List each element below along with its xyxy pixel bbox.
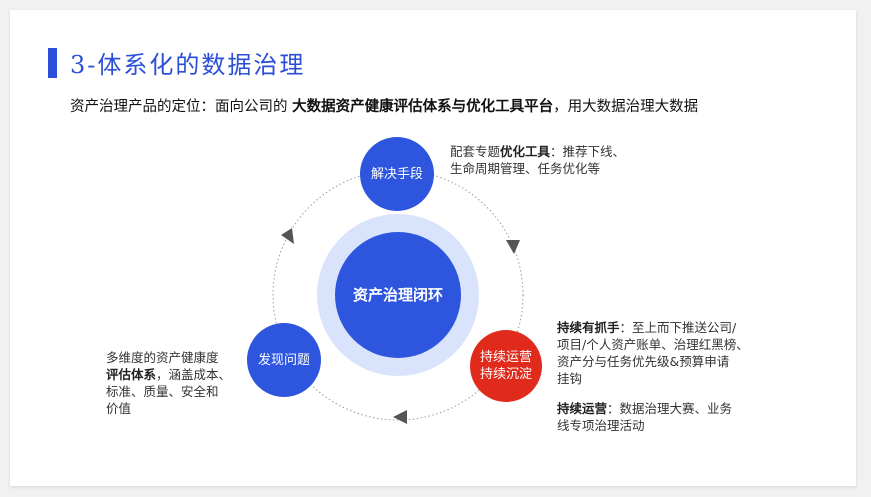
subtitle-highlight: 大数据资产健康评估体系与优化工具平台 <box>292 99 554 115</box>
desc-discover: 多维度的资产健康度 评估体系，涵盖成本、 标准、质量、安全和 价值 <box>106 349 231 417</box>
desc-run-line2: 线专项治理活动 <box>557 418 645 433</box>
desc-operate-run: 持续运营：数据治理大赛、业务 线专项治理活动 <box>557 400 732 434</box>
arrow-left-up-icon <box>281 228 294 244</box>
desc-run-bold: 持续运营 <box>557 401 608 416</box>
desc-discover-line4: 价值 <box>106 401 132 416</box>
desc-grip-line2: 项目/个人资产账单、治理红黑榜、 <box>557 337 749 352</box>
desc-solution-bold: 优化工具 <box>500 144 551 159</box>
desc-grip-post: ：至上而下推送公司/ <box>619 320 737 335</box>
desc-solution-post: ：推荐下线、 <box>550 144 626 159</box>
desc-grip-line3: 资产分与任务优先级&预算申请 <box>557 354 730 369</box>
title-accent-bar <box>48 48 57 78</box>
desc-solution: 配套专题优化工具：推荐下线、 生命周期管理、任务优化等 <box>450 143 625 177</box>
node-discover: 发现问题 <box>247 323 321 397</box>
page-subtitle: 资产治理产品的定位：面向公司的 大数据资产健康评估体系与优化工具平台，用大数据治… <box>70 95 698 116</box>
subtitle-prefix: 资产治理产品的定位：面向公司的 <box>70 99 293 115</box>
arrow-bottom-left-icon <box>393 410 407 424</box>
desc-run-post: ：数据治理大赛、业务 <box>607 401 733 416</box>
desc-discover-line3: 标准、质量、安全和 <box>106 384 219 399</box>
desc-discover-post: ，涵盖成本、 <box>156 367 232 382</box>
desc-operate-grip: 持续有抓手：至上而下推送公司/ 项目/个人资产账单、治理红黑榜、 资产分与任务优… <box>557 319 749 387</box>
desc-grip-line4: 挂钩 <box>557 371 583 386</box>
center-node: 资产治理闭环 <box>335 232 461 358</box>
desc-solution-pre: 配套专题 <box>450 144 501 159</box>
desc-discover-line1: 多维度的资产健康度 <box>106 350 219 365</box>
desc-grip-bold: 持续有抓手 <box>557 320 620 335</box>
desc-solution-line2: 生命周期管理、任务优化等 <box>450 161 601 176</box>
subtitle-suffix: ，用大数据治理大数据 <box>553 99 699 115</box>
node-solution: 解决手段 <box>360 137 434 211</box>
page-title: 3-体系化的数据治理 <box>70 51 306 79</box>
arrow-right-down-icon <box>506 240 520 254</box>
desc-discover-bold: 评估体系 <box>106 367 157 382</box>
node-operate-line2: 持续沉淀 <box>479 367 532 382</box>
node-operate-line1: 持续运营 <box>479 350 532 365</box>
node-operate: 持续运营 持续沉淀 <box>470 330 542 402</box>
